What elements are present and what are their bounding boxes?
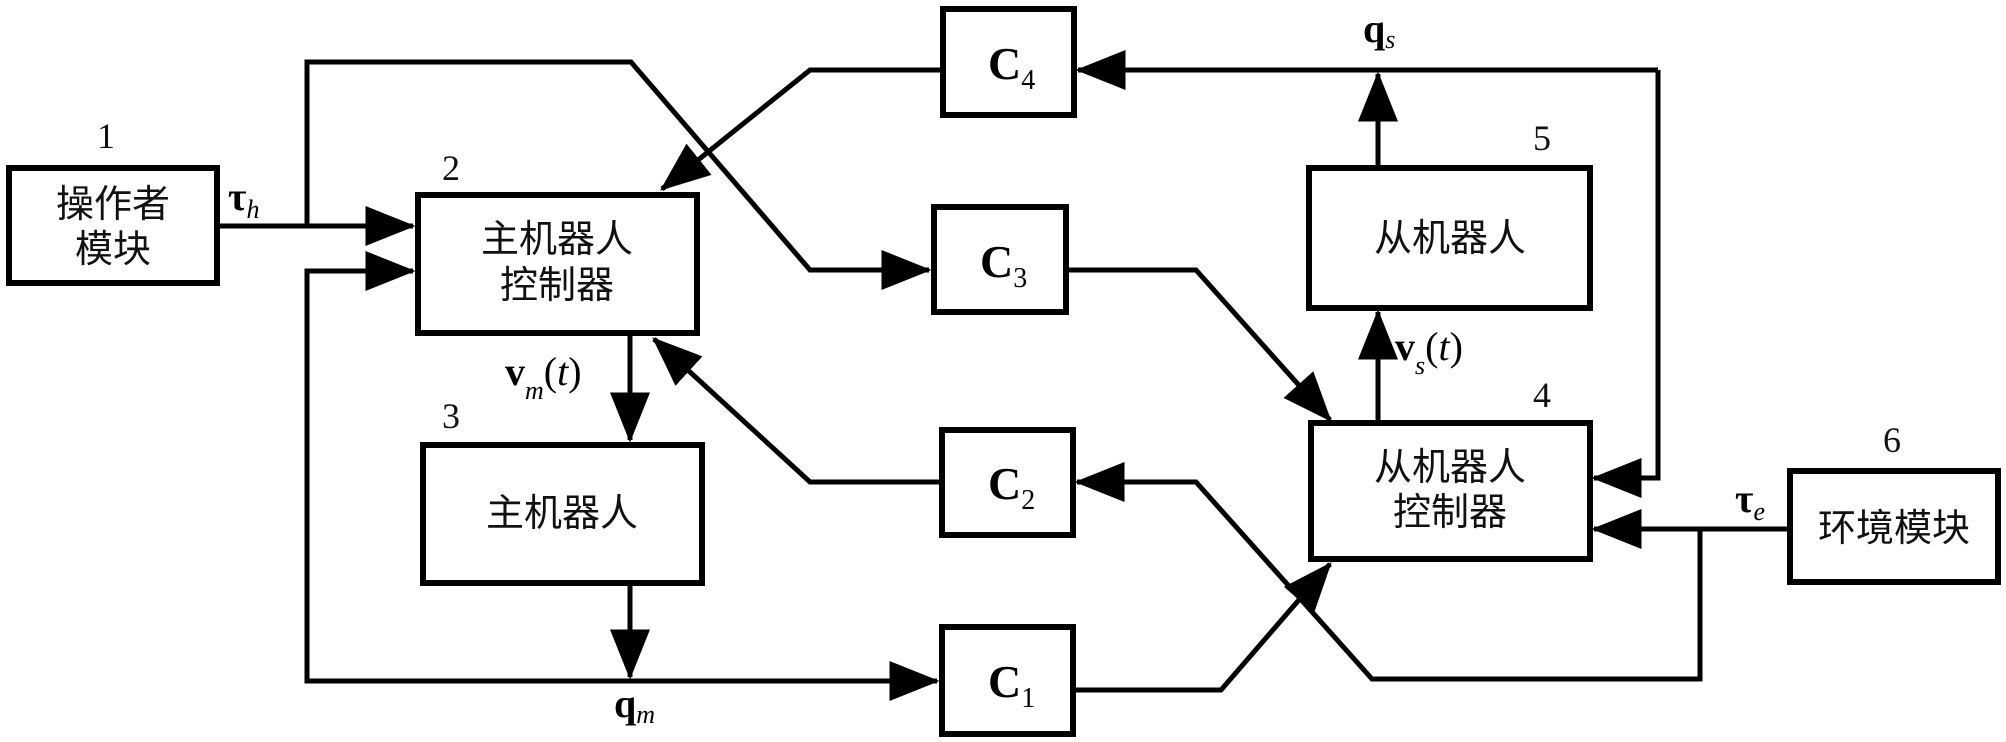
arrow-c3-to-slave-controller xyxy=(1066,270,1330,420)
arrow-c4-to-master-controller xyxy=(662,70,943,189)
block-label-line2: 控制器 xyxy=(1393,490,1507,534)
block-label-line1: 从机器人 xyxy=(1374,445,1526,489)
block-number: 1 xyxy=(97,116,115,156)
channel-c2: C2 xyxy=(942,430,1073,535)
block-number: 6 xyxy=(1883,420,1901,460)
block-number: 5 xyxy=(1533,118,1551,158)
block-slave-controller: 4 从机器人 控制器 xyxy=(1311,375,1590,559)
block-number: 3 xyxy=(442,396,460,436)
block-label-line1: 主机器人 xyxy=(486,491,638,535)
block-master-robot: 3 主机器人 xyxy=(423,396,702,583)
block-slave-robot: 5 从机器人 xyxy=(1309,118,1590,308)
signal-label-v-m: vm(t) xyxy=(505,349,582,405)
signal-label-q-m: qm xyxy=(614,681,655,729)
block-label-line1: 从机器人 xyxy=(1374,216,1526,260)
channel-c4: C4 xyxy=(943,9,1074,115)
block-number: 2 xyxy=(442,148,460,188)
arrow-qs-to-slave-controller xyxy=(1594,70,1658,478)
block-label-line2: 控制器 xyxy=(500,263,614,307)
block-master-controller: 2 主机器人 控制器 xyxy=(418,148,697,333)
channel-c3: C3 xyxy=(934,207,1066,312)
arrow-c1-to-slave-controller xyxy=(1073,564,1330,690)
block-environment: 6 环境模块 xyxy=(1790,420,1998,582)
block-label-line1: 主机器人 xyxy=(481,217,633,261)
signal-label-q-s: qs xyxy=(1363,6,1395,54)
signal-label-tau-h: τh xyxy=(228,174,259,224)
signal-label-v-s: vs(t) xyxy=(1395,324,1463,380)
block-label-line1: 操作者 xyxy=(56,182,170,226)
block-operator: 1 操作者 模块 xyxy=(9,116,217,283)
block-label-line1: 环境模块 xyxy=(1818,506,1970,550)
signal-label-tau-e: τe xyxy=(1735,476,1765,526)
block-number: 4 xyxy=(1533,375,1551,415)
channel-c1: C1 xyxy=(942,627,1073,734)
block-label-line2: 模块 xyxy=(75,227,151,271)
